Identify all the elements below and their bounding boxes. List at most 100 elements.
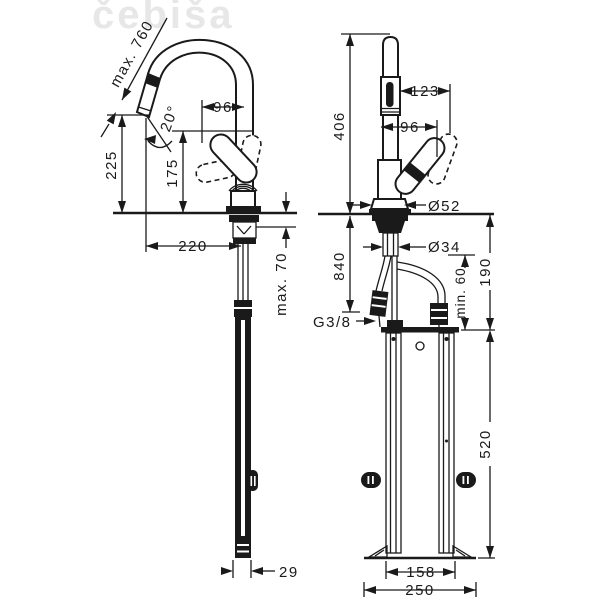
mounting-nut	[375, 221, 405, 233]
frame-clip-left	[361, 472, 381, 488]
dim-96-arrow-left	[202, 103, 214, 111]
side-flange	[372, 215, 408, 221]
threaded-shank	[382, 232, 399, 257]
left-hose-connector	[369, 290, 389, 317]
dim-96s-arrow-right	[425, 123, 437, 131]
connector-gap	[371, 304, 386, 308]
dim-840-label: 840	[331, 251, 348, 281]
front-dimensions: max. 760 20° 96 225 175	[100, 17, 297, 581]
side-escutcheon	[369, 198, 410, 210]
dim-123-label: 123	[410, 83, 440, 100]
spout-inner-edge	[159, 51, 237, 190]
mounting-box-detail	[243, 225, 252, 235]
frame-foot-right	[452, 544, 474, 558]
dim-angle-leader	[147, 140, 173, 149]
dim-96s-label: 96	[400, 119, 420, 136]
clip-slit	[462, 476, 465, 484]
dim-250-arrow-left	[364, 586, 376, 594]
dim-min60-arrow-top	[461, 255, 469, 267]
dim-max760-tail	[100, 123, 110, 138]
dim-29-arrow-right	[251, 567, 263, 575]
dim-max760-arrow	[122, 87, 132, 100]
hose-end-tick	[237, 544, 249, 546]
side-handle-lever	[394, 137, 446, 195]
swivel-arc-mid	[231, 185, 255, 192]
dim-max70-arrow-top	[282, 201, 290, 213]
dim-52-label: Ø52	[428, 198, 461, 215]
dim-520-label: 520	[477, 429, 494, 459]
frame-screw-small	[445, 439, 448, 443]
frame-clip-right	[456, 472, 476, 488]
mounting-box	[232, 221, 257, 239]
dim-406-label: 406	[331, 111, 348, 141]
connector-body	[430, 303, 448, 325]
hose-clip	[247, 470, 258, 491]
clip-body	[456, 472, 476, 488]
side-dimensions: 406 123 96 Ø52 Ø34	[313, 33, 495, 599]
side-faucet	[369, 35, 458, 215]
dim-min60-label: min. 60	[453, 267, 468, 318]
dim-96-arrow-right	[232, 103, 244, 111]
frame-foot-left	[366, 544, 388, 558]
dim-406-arrow-bottom	[346, 202, 354, 214]
dim-220-label: 220	[178, 238, 208, 255]
foot-hatch	[455, 549, 466, 557]
front-view: max. 760 20° 96 225 175	[100, 17, 297, 581]
watermark-text: čebiša	[92, 0, 235, 37]
dim-190-label: 190	[477, 257, 494, 287]
side-base-bar	[369, 209, 411, 215]
dim-52-arrow-right	[404, 201, 416, 209]
dim-96s-arrow-left	[381, 123, 393, 131]
base-plate	[226, 206, 261, 214]
installation-frame	[361, 327, 476, 560]
hose-connector-band	[234, 300, 252, 307]
dim-29-arrow-left	[221, 567, 233, 575]
connector-gap	[372, 296, 387, 300]
dim-max70-arrow-bottom	[282, 227, 290, 239]
dim-406-arrow-top	[346, 34, 354, 46]
u-hose-inner	[396, 268, 439, 305]
spray-head-tip-line	[138, 106, 152, 112]
dim-g38-label: G3/8	[313, 314, 352, 331]
dim-34-label: Ø34	[428, 239, 461, 256]
front-body	[195, 133, 262, 214]
left-hose-tail	[378, 315, 381, 328]
right-hose-connector	[430, 303, 448, 325]
dim-225-label: 225	[103, 150, 120, 180]
spout-outer-edge	[147, 38, 254, 190]
hose-clip-slit	[254, 476, 256, 486]
dim-g38-arrow	[364, 317, 376, 325]
frame-rail-left	[385, 332, 402, 554]
frame-screw	[444, 337, 449, 341]
dim-520-arrow-shared-down	[486, 330, 494, 342]
front-spout	[135, 38, 254, 190]
dim-angle-label: 20°	[157, 103, 182, 134]
connector-body	[369, 290, 389, 317]
dim-123-arrow-right	[438, 87, 450, 95]
dim-840-arrow-bottom	[346, 300, 354, 312]
dim-250-label: 250	[405, 582, 435, 599]
clip-slit	[372, 476, 374, 484]
dim-190-arrow-shared-up	[486, 318, 494, 330]
dim-min60-arrow-bottom	[461, 318, 469, 330]
hose-end-tick	[237, 550, 249, 553]
connector-gap	[431, 317, 447, 319]
side-underdeck	[369, 215, 448, 330]
dim-max760-arrow2	[106, 112, 116, 125]
spray-head-grip	[386, 82, 394, 107]
left-hose-edge	[381, 255, 392, 292]
mounting-band	[233, 238, 256, 244]
dim-840-arrow-top	[346, 216, 354, 228]
foot-hatch	[374, 549, 385, 557]
clip-body	[361, 472, 381, 488]
dim-96-label: 96	[213, 99, 233, 116]
dim-158-arrow-left	[386, 568, 398, 576]
frame-hole	[415, 341, 425, 351]
dim-123-arrow-left	[400, 87, 412, 95]
spray-head-band	[146, 74, 160, 88]
connector-gap	[431, 309, 447, 311]
side-view: 406 123 96 Ø52 Ø34	[313, 33, 495, 599]
dim-225-arrow-bottom	[118, 201, 126, 213]
